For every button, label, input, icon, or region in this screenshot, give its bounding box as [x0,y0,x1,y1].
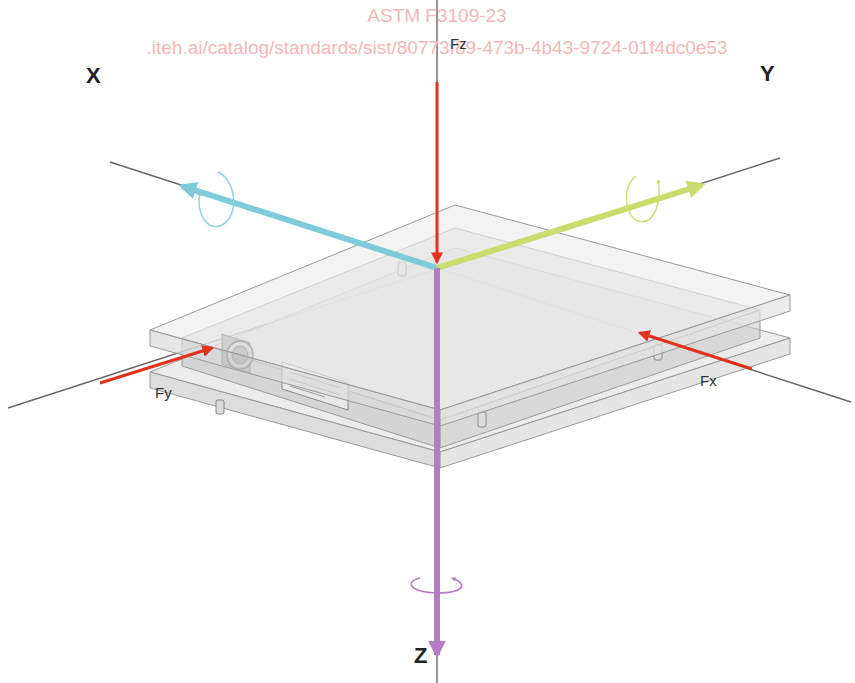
fy-arrow [100,348,212,383]
fx-arrow [640,333,752,369]
force-label: Fx [700,373,717,390]
axis-label: X [86,64,101,88]
rotation-arrows [199,172,659,593]
axis-label: Z [414,644,427,668]
force-label: Fy [155,385,172,402]
vertical-axis-line [436,0,437,683]
watermark-url: .iteh.ai/catalog/standards/sist/80773f89… [147,38,728,59]
axis-lines [8,0,851,683]
y-axis-arrow [437,185,702,268]
watermark-text: ASTM F3109-23 [367,6,506,27]
z-axis-arrow [434,268,440,655]
force-label: Fz [450,36,467,53]
axis-label: Y [760,62,775,86]
top-plate [150,205,790,426]
fz-arrow [436,82,439,262]
force-arrows [100,82,752,383]
x-axis-arrow [182,186,437,268]
